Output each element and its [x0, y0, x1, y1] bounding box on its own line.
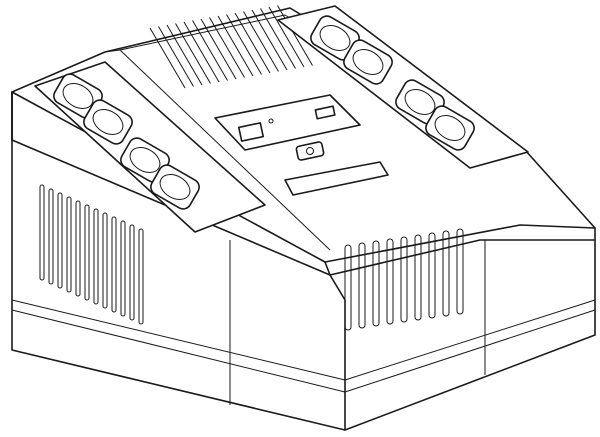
vent-slot: [149, 27, 186, 89]
vent-slot: [48, 188, 54, 285]
display-window-icon: [284, 161, 389, 196]
vent-slot: [209, 17, 245, 78]
socket-recess: [319, 25, 351, 51]
front-vent-grille: [344, 228, 464, 331]
socket-recess: [129, 147, 161, 173]
vent-slot: [268, 6, 305, 68]
left-socket-panel: [34, 61, 266, 233]
vent-slot: [39, 184, 45, 281]
socket-icon: [83, 99, 133, 145]
vent-slot: [84, 204, 90, 301]
vent-slot: [158, 26, 194, 87]
socket-recess: [92, 109, 124, 135]
vent-slot: [192, 20, 228, 81]
vent-slot: [251, 9, 288, 71]
vent-slot: [400, 236, 408, 323]
led-indicator: [268, 118, 274, 124]
vent-slot: [386, 238, 394, 325]
top-vent-grille: [149, 5, 313, 89]
vent-slot: [217, 15, 254, 77]
vent-slot: [102, 212, 108, 309]
socket-recess: [352, 49, 384, 75]
socket-recess: [434, 115, 466, 141]
vent-slot: [442, 230, 450, 317]
usb-port-icon: [314, 105, 336, 120]
vent-slot: [226, 14, 262, 75]
vent-slot: [138, 228, 144, 325]
side-vent-grille: [39, 184, 144, 325]
vent-slot: [277, 5, 313, 66]
vent-slot: [57, 192, 63, 289]
vent-slot: [183, 21, 220, 83]
vent-slot: [456, 228, 464, 315]
vent-slot: [414, 234, 422, 321]
vent-slot: [129, 224, 135, 321]
socket-recess: [62, 83, 94, 109]
socket-recess: [159, 174, 191, 200]
vent-slot: [200, 18, 237, 80]
power-button-icon[interactable]: [295, 141, 325, 161]
vent-slot: [75, 200, 81, 297]
vent-slot: [358, 242, 366, 329]
socket-icon: [425, 105, 475, 151]
vent-slot: [93, 208, 99, 305]
vent-slot: [66, 196, 72, 293]
socket-recess: [404, 89, 436, 115]
vent-slot: [428, 232, 436, 319]
right-socket-panel: [277, 5, 529, 169]
vent-slot: [120, 220, 126, 317]
vent-slot: [234, 12, 271, 74]
vent-slot: [243, 11, 279, 72]
vent-slot: [344, 244, 352, 331]
socket-icon: [150, 164, 200, 210]
vent-slot: [111, 216, 117, 313]
socket-icon: [343, 39, 393, 85]
control-panel: [214, 94, 389, 196]
vent-slot: [166, 24, 203, 86]
vent-slot: [260, 8, 296, 69]
usb-port-icon: [237, 122, 265, 142]
vent-slot: [372, 240, 380, 327]
vent-slot: [175, 23, 211, 84]
